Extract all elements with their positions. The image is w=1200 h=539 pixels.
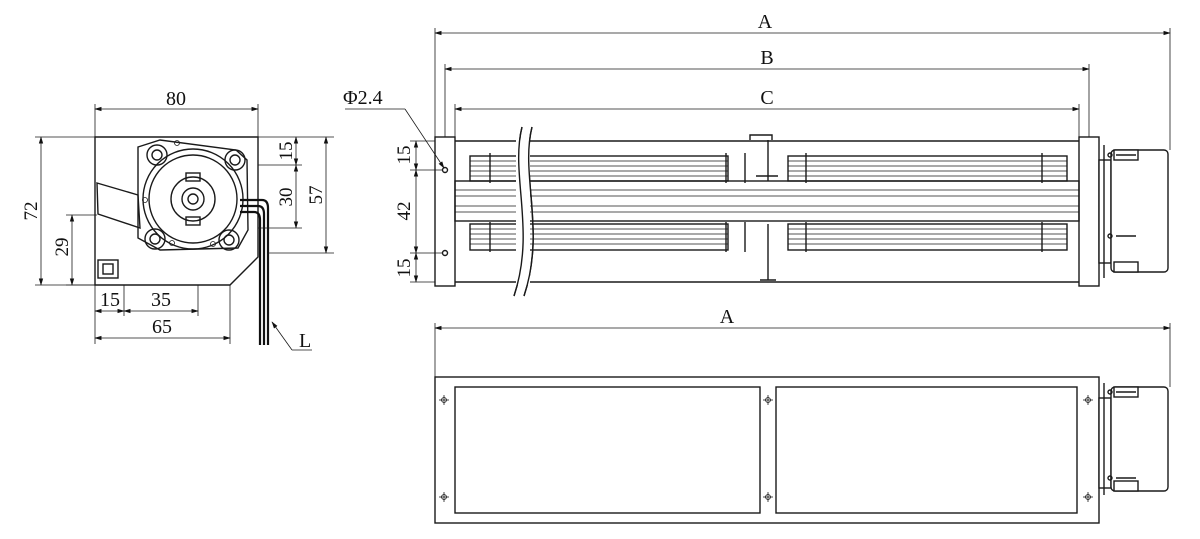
hole-diameter-label: Φ2.4 bbox=[343, 87, 383, 109]
center-bracket bbox=[749, 134, 778, 281]
grille-right bbox=[775, 386, 1078, 514]
bottom-mount-holes bbox=[439, 395, 1093, 502]
shaft-ring bbox=[181, 187, 205, 211]
impeller-ribs bbox=[489, 153, 1043, 252]
front-motor bbox=[1098, 145, 1169, 278]
connector-outer bbox=[97, 259, 119, 279]
rotor-hub bbox=[170, 176, 216, 222]
impeller-upper-left bbox=[469, 155, 729, 182]
shaft bbox=[187, 193, 199, 205]
impeller-upper-right bbox=[787, 155, 1068, 182]
ear-top-right-outer bbox=[224, 149, 246, 171]
hatched-bracket bbox=[96, 182, 141, 229]
center-bar bbox=[454, 180, 1080, 222]
side-housing-outline bbox=[94, 136, 259, 286]
dim-label-A-bottom: A bbox=[720, 306, 735, 328]
front-view: A B C Φ2.4 15 42 15 bbox=[343, 11, 1171, 297]
rotor-key-bottom bbox=[185, 216, 201, 226]
dim-bottom-15: 15 bbox=[100, 289, 120, 311]
dim-hole-29: 29 bbox=[52, 238, 73, 257]
dim-offset-15: 15 bbox=[276, 142, 297, 161]
side-view: 80 72 29 15 30 57 15 35 65 bbox=[21, 88, 334, 352]
motor-inner-ring bbox=[148, 154, 238, 244]
lead-wire-3 bbox=[240, 210, 262, 345]
dim-label-C: C bbox=[760, 87, 773, 109]
lead-wire-1 bbox=[240, 198, 270, 345]
impeller-lower-right bbox=[787, 223, 1068, 251]
dim-front-top-15: 15 bbox=[394, 146, 415, 165]
dim-label-A-front: A bbox=[758, 11, 773, 33]
ear-top-right-inner bbox=[229, 154, 241, 166]
dim-bottom-65: 65 bbox=[152, 316, 172, 338]
plate-hole-2 bbox=[142, 197, 148, 203]
hole-leader bbox=[404, 108, 445, 169]
bottom-plate bbox=[434, 376, 1100, 524]
dim-mount-57: 57 bbox=[306, 186, 327, 205]
lead-wire-2 bbox=[240, 204, 266, 345]
lead-label: L bbox=[299, 330, 311, 352]
lead-leader bbox=[271, 321, 293, 351]
grille-left bbox=[454, 386, 761, 514]
right-end-plate bbox=[1078, 136, 1100, 287]
plate-hole-1 bbox=[174, 140, 180, 146]
ear-top-left-outer bbox=[146, 144, 168, 166]
ear-top-left-inner bbox=[151, 149, 163, 161]
motor-outer-ring bbox=[142, 148, 244, 250]
ear-bottom-left-outer bbox=[144, 228, 166, 250]
plate-hole-3 bbox=[169, 240, 175, 246]
dim-front-bottom-15: 15 bbox=[394, 259, 415, 278]
connector-inner bbox=[102, 263, 114, 275]
ear-bottom-left-inner bbox=[149, 233, 161, 245]
bottom-motor bbox=[1098, 383, 1169, 495]
dim-label-B: B bbox=[760, 47, 773, 69]
dim-bottom-35: 35 bbox=[151, 289, 171, 311]
dim-outlet-30: 30 bbox=[276, 188, 297, 207]
bottom-view: A bbox=[434, 306, 1171, 524]
dim-width-80: 80 bbox=[166, 88, 186, 110]
impeller-lower-left bbox=[469, 223, 729, 251]
rotor-key-top bbox=[185, 172, 201, 182]
ear-bottom-right-inner bbox=[223, 234, 235, 246]
plate-hole-4 bbox=[210, 241, 216, 247]
dim-front-42: 42 bbox=[394, 202, 415, 221]
ear-bottom-right-outer bbox=[218, 229, 240, 251]
dim-height-72: 72 bbox=[21, 202, 42, 221]
